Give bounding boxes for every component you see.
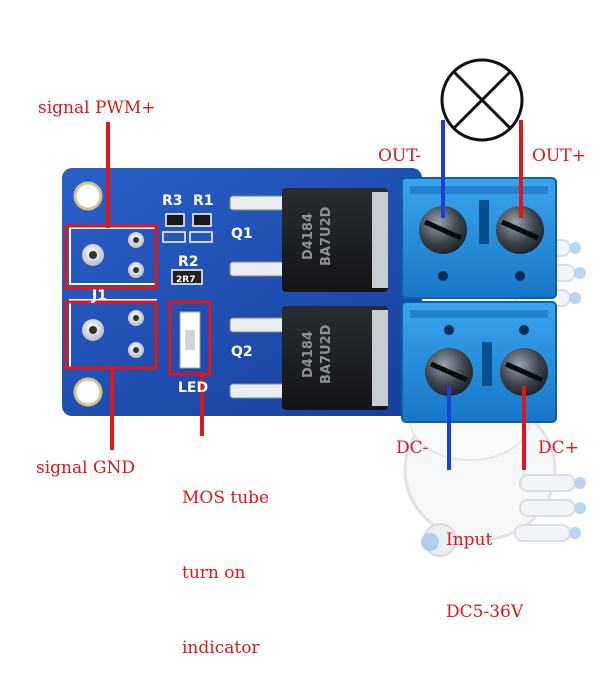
input-line-2: DC5-36V <box>446 602 524 622</box>
callout-lines <box>106 122 204 450</box>
chip-q2-line1: D4184 <box>301 331 316 378</box>
silk-j1: J1 <box>91 288 107 304</box>
silk-r2: R2 <box>178 254 199 270</box>
mos-driver-diagram: R3 R1 R2 Q1 Q2 J1 LED 2R7 D4184 BA7U2D D… <box>62 58 586 557</box>
label-dc-minus: DC- <box>396 438 429 458</box>
chip-q2-line2: BA7U2D <box>319 324 334 384</box>
label-signal-gnd: signal GND <box>36 458 136 478</box>
mos-indicator-line-2: turn on <box>182 563 246 583</box>
silk-q1: Q1 <box>231 226 253 242</box>
label-input: Input DC5-36V <box>446 480 523 648</box>
silk-r1: R1 <box>193 193 214 209</box>
label-mos-indicator: MOS tube turn on indicator <box>182 436 269 686</box>
mos-indicator-line-3: indicator <box>182 638 260 658</box>
terminal-block-input <box>401 301 557 423</box>
silk-led: LED <box>178 380 208 396</box>
mosfet-q2 <box>229 306 388 410</box>
label-signal-pwm: signal PWM+ <box>38 98 156 118</box>
label-out-plus: OUT+ <box>532 146 586 166</box>
mounting-hole <box>73 181 103 407</box>
silk-r3: R3 <box>162 193 183 209</box>
silk-smd-code: 2R7 <box>176 275 195 285</box>
mos-indicator-line-1: MOS tube <box>182 488 270 508</box>
smd-resistors <box>162 213 213 285</box>
pwm-pin-highlight <box>64 224 158 290</box>
lamp-icon <box>440 58 524 142</box>
input-line-1: Input <box>446 530 493 550</box>
label-dc-plus: DC+ <box>538 438 579 458</box>
label-out-minus: OUT- <box>378 146 422 166</box>
chip-q1-line1: D4184 <box>301 213 316 260</box>
silk-q2: Q2 <box>231 344 253 360</box>
mosfet-q1 <box>229 188 388 292</box>
led-component <box>168 300 212 376</box>
terminal-block-output <box>401 177 557 299</box>
chip-q1-line2: BA7U2D <box>319 206 334 266</box>
